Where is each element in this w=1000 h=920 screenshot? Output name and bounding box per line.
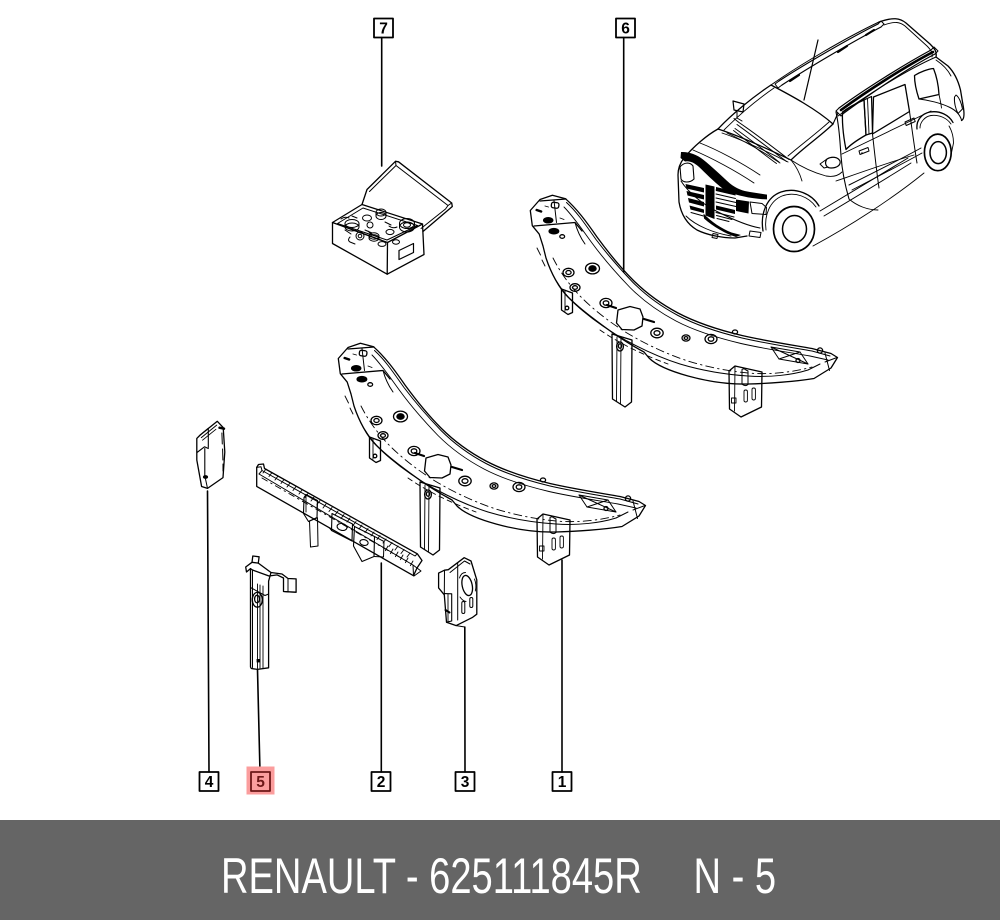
svg-text:1: 1	[558, 774, 567, 791]
svg-text:5: 5	[256, 774, 265, 791]
svg-text:7: 7	[379, 21, 388, 38]
svg-text:6: 6	[621, 21, 630, 38]
svg-text:4: 4	[205, 774, 214, 791]
svg-text:3: 3	[461, 774, 470, 791]
svg-text:2: 2	[377, 774, 386, 791]
